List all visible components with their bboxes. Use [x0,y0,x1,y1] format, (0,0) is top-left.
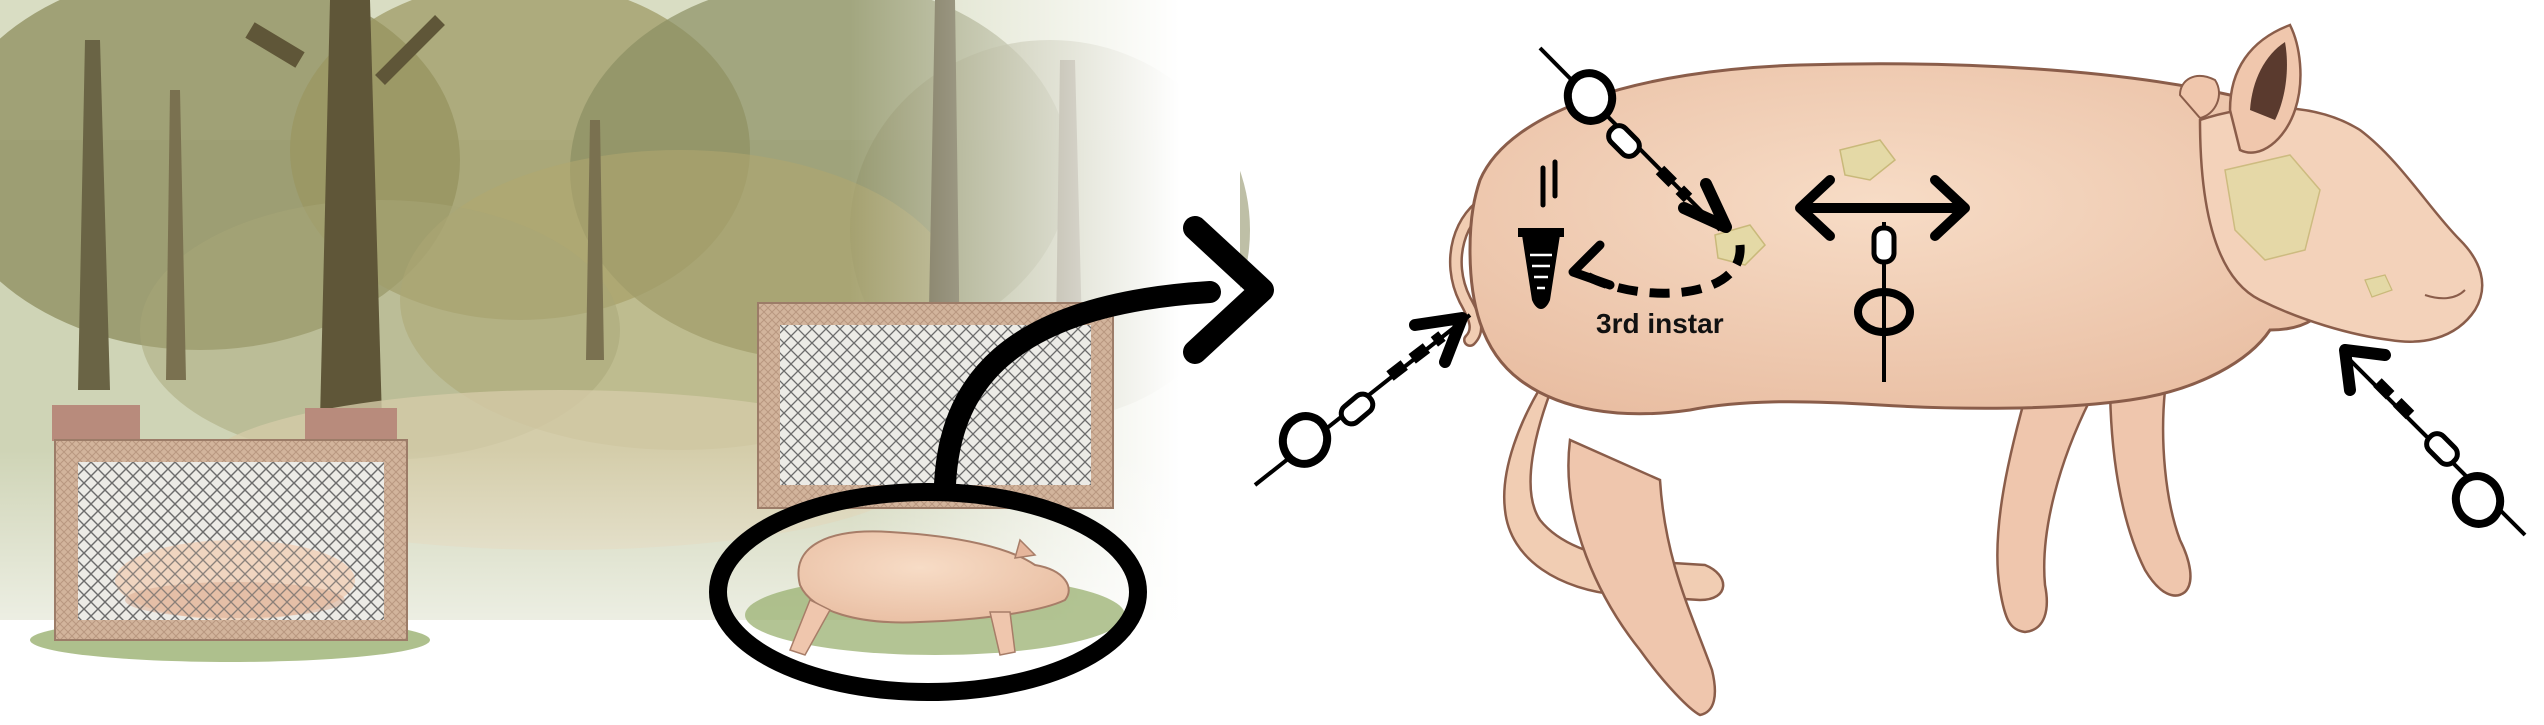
bidirectional-arrow-icon [1795,175,1970,241]
wire-mesh-cage-icon [757,302,1114,509]
wire-mesh-cage-icon [30,405,430,662]
third-instar-label: 3rd instar [1596,308,1724,339]
transition-arrow [934,216,1274,495]
insect-trap-icon [1253,312,1472,487]
pig-carcass-icon [745,530,1125,656]
highlight-circle [709,483,1147,701]
dashed-return-arrow [1568,240,1745,298]
collection-tube-icon [1518,159,1564,309]
insect-trap-icon [1538,46,1732,233]
insect-trap-icon [2339,344,2527,537]
pig-carcass-icon [1448,23,2484,717]
insect-trap-icon [1854,222,1914,382]
